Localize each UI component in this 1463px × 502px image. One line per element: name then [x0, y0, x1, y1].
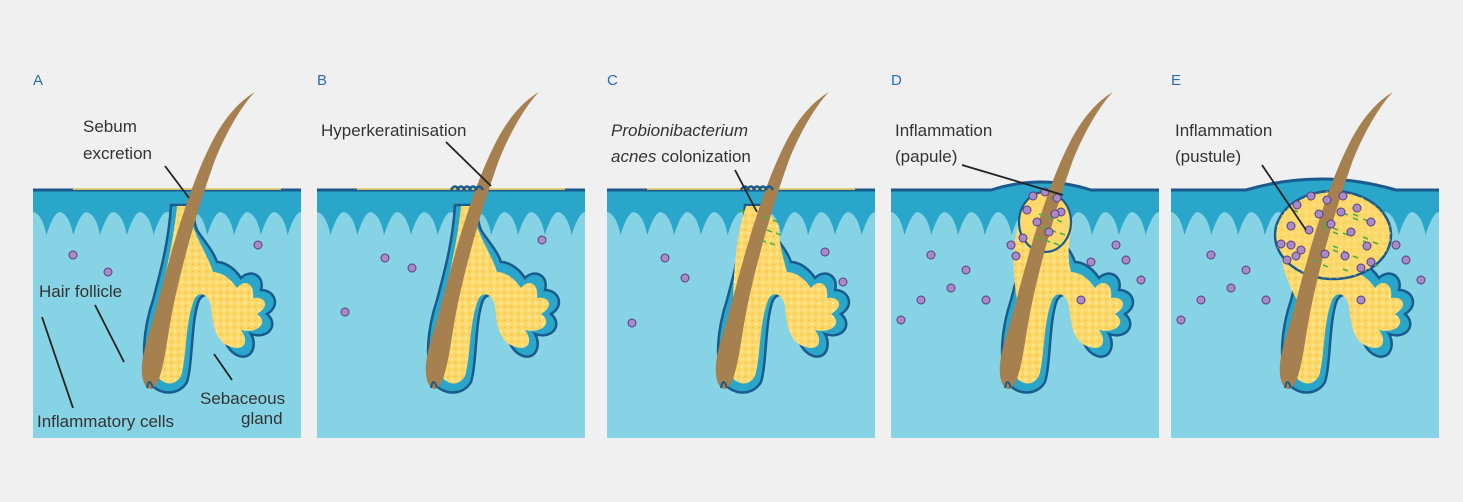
- inflammatory-cell: [927, 251, 935, 259]
- panel-letter: E: [1171, 72, 1181, 89]
- inflammatory-cell: [1207, 251, 1215, 259]
- label-hyperkeratinisation: Hyperkeratinisation: [321, 121, 467, 140]
- skin-section: [317, 92, 585, 438]
- inflammatory-cell: [1007, 241, 1015, 249]
- inflammatory-cell: [1283, 256, 1291, 264]
- inflammatory-cell: [1337, 208, 1345, 216]
- inflammatory-cell: [1367, 218, 1375, 226]
- label-inflammation-d: Inflammation: [895, 121, 992, 140]
- label-sebum: Sebum: [83, 117, 137, 136]
- inflammatory-cell: [1287, 241, 1295, 249]
- inflammatory-cell: [628, 319, 636, 327]
- inflammatory-cell: [1053, 194, 1061, 202]
- inflammatory-cell: [1012, 252, 1020, 260]
- inflammatory-cell: [1367, 258, 1375, 266]
- inflammatory-cell: [1242, 266, 1250, 274]
- inflammatory-cell: [1262, 296, 1270, 304]
- inflammatory-cell: [1392, 241, 1400, 249]
- inflammatory-cell: [1305, 226, 1313, 234]
- skin-section: [33, 92, 301, 438]
- inflammatory-cell: [947, 284, 955, 292]
- inflammatory-cell: [1077, 296, 1085, 304]
- inflammatory-cell: [962, 266, 970, 274]
- label-acnes-colonization: acnes colonization: [611, 147, 751, 166]
- inflammatory-cell: [538, 236, 546, 244]
- panel-letter: B: [317, 72, 327, 89]
- inflammatory-cell: [839, 278, 847, 286]
- inflammatory-cell: [1197, 296, 1205, 304]
- panel-letter: A: [33, 72, 43, 89]
- annotations-panel-b: Hyperkeratinisation: [321, 121, 491, 186]
- inflammatory-cell: [69, 251, 77, 259]
- inflammatory-cell: [1137, 276, 1145, 284]
- inflammatory-cell: [1402, 256, 1410, 264]
- label-colonization: colonization: [656, 147, 751, 166]
- label-pustule: (pustule): [1175, 147, 1241, 166]
- inflammatory-cell: [1177, 316, 1185, 324]
- inflammatory-cell: [917, 296, 925, 304]
- inflammatory-cell: [897, 316, 905, 324]
- label-excretion: excretion: [83, 144, 152, 163]
- inflammatory-cell: [821, 248, 829, 256]
- inflammatory-cell: [1023, 206, 1031, 214]
- inflammatory-cell: [1307, 192, 1315, 200]
- inflammatory-cell: [1357, 264, 1365, 272]
- inflammatory-cell: [341, 308, 349, 316]
- label-inflammatory-cells: Inflammatory cells: [37, 412, 174, 431]
- inflammatory-cell: [1347, 228, 1355, 236]
- inflammatory-cell: [681, 274, 689, 282]
- skin-section: [1171, 92, 1439, 438]
- label-sebaceous: Sebaceous: [200, 389, 285, 408]
- inflammatory-cell: [104, 268, 112, 276]
- inflammatory-cell: [1087, 258, 1095, 266]
- label-hair-follicle: Hair follicle: [39, 282, 122, 301]
- inflammatory-cell: [1297, 246, 1305, 254]
- inflammatory-cell: [1417, 276, 1425, 284]
- inflammatory-cell: [1227, 284, 1235, 292]
- inflammatory-cell: [1353, 204, 1361, 212]
- surface-sebum: [647, 188, 855, 190]
- inflammatory-cell: [381, 254, 389, 262]
- panel-letter: C: [607, 72, 618, 89]
- inflammatory-cell: [1051, 210, 1059, 218]
- inflammatory-cell: [1341, 252, 1349, 260]
- skin-section: [891, 92, 1159, 438]
- inflammatory-cell: [1112, 241, 1120, 249]
- inflammatory-cell: [1122, 256, 1130, 264]
- panel-a: A: [33, 72, 301, 438]
- surface-sebum: [73, 188, 281, 190]
- inflammatory-cell: [1019, 234, 1027, 242]
- leader-hyperkeratinisation: [446, 142, 491, 186]
- inflammatory-cell: [1033, 218, 1041, 226]
- inflammatory-cell: [1323, 196, 1331, 204]
- surface-sebum: [357, 188, 565, 190]
- inflammatory-cell: [982, 296, 990, 304]
- skin-section: [607, 92, 875, 438]
- inflammatory-cell: [1315, 210, 1323, 218]
- inflammatory-cell: [1339, 192, 1347, 200]
- inflammatory-cell: [408, 264, 416, 272]
- inflammatory-cell: [661, 254, 669, 262]
- panel-letter: D: [891, 72, 902, 89]
- raised-epidermis: [1171, 179, 1439, 194]
- inflammatory-cell: [254, 241, 262, 249]
- inflammatory-cell: [1029, 192, 1037, 200]
- inflammatory-cell: [1293, 201, 1301, 209]
- inflammatory-cell: [1327, 220, 1335, 228]
- inflammatory-cell: [1357, 296, 1365, 304]
- label-acnes: acnes: [611, 147, 657, 166]
- inflammatory-cell: [1363, 242, 1371, 250]
- label-papule: (papule): [895, 147, 957, 166]
- inflammatory-cell: [1287, 222, 1295, 230]
- inflammatory-cell: [1045, 228, 1053, 236]
- label-inflammation-e: Inflammation: [1175, 121, 1272, 140]
- label-probionibacterium: Probionibacterium: [611, 121, 748, 140]
- label-gland: gland: [241, 409, 283, 428]
- inflammatory-cell: [1277, 240, 1285, 248]
- inflammatory-cell: [1321, 250, 1329, 258]
